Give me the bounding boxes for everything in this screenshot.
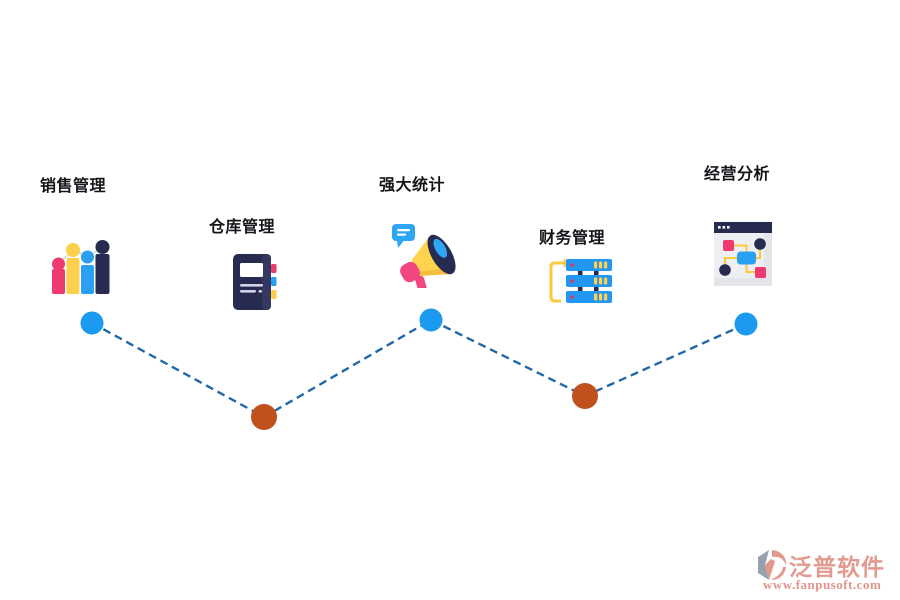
node-label-analysis: 经营分析 bbox=[704, 166, 771, 183]
milestone-dot-statistics bbox=[419, 308, 443, 332]
browser-flowchart-icon bbox=[714, 222, 772, 286]
milestone-dot-warehouse bbox=[251, 404, 277, 430]
milestone-dot-finance bbox=[572, 383, 598, 409]
server-stack-icon bbox=[549, 258, 612, 303]
server-row bbox=[566, 275, 612, 287]
dashed-line bbox=[91, 318, 747, 419]
bar-chart-icon bbox=[52, 240, 110, 294]
node-label-finance: 财务管理 bbox=[539, 230, 606, 247]
watermark-url: www.fanpusoft.com bbox=[763, 577, 882, 592]
node-label-warehouse: 仓库管理 bbox=[209, 219, 276, 236]
server-row bbox=[566, 259, 612, 271]
watermark-brand: 泛普软件 bbox=[789, 554, 885, 580]
notebook-icon bbox=[233, 254, 277, 310]
fanpu-logo-icon bbox=[758, 550, 787, 580]
node-label-statistics: 强大统计 bbox=[379, 177, 446, 194]
watermark: 泛普软件 www.fanpusoft.com bbox=[755, 547, 897, 597]
node-label-sales: 销售管理 bbox=[40, 178, 107, 195]
milestone-dot-analysis bbox=[734, 312, 758, 336]
speech-bubble-icon bbox=[392, 224, 415, 248]
milestone-dot-sales bbox=[80, 311, 104, 335]
server-row bbox=[566, 291, 612, 303]
megaphone-icon bbox=[392, 224, 456, 288]
